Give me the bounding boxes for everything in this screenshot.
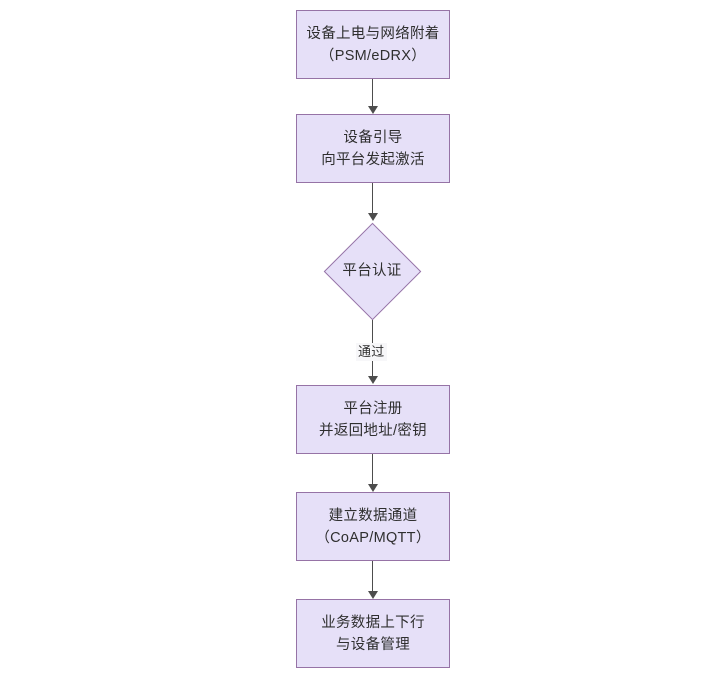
arrowhead-platform-auth-to-register [368,376,378,384]
node-bootstrap[interactable]: 设备引导 向平台发起激活 [296,114,450,183]
node-bootstrap-line2: 向平台发起激活 [321,151,425,168]
node-power-on-line1: 设备上电与网络附着 [306,25,440,42]
node-platform-register-line1: 平台注册 [343,400,403,417]
node-data-channel[interactable]: 建立数据通道 （CoAP/MQTT） [296,492,450,561]
arrowhead-register-to-data-channel [368,484,378,492]
connector-power-on-to-bootstrap [372,79,373,108]
node-business-data-line1: 业务数据上下行 [321,614,425,631]
node-bootstrap-line1: 设备引导 [343,129,403,146]
node-business-data-line2: 与设备管理 [336,636,410,653]
node-power-on-line2: （PSM/eDRX） [319,47,427,64]
connector-data-channel-to-business [372,561,373,593]
edge-label-pass: 通过 [356,343,387,361]
arrowhead-data-channel-to-business [368,591,378,599]
node-platform-auth[interactable]: 平台认证 [323,222,421,320]
node-business-data[interactable]: 业务数据上下行 与设备管理 [296,599,450,668]
connector-register-to-data-channel [372,454,373,486]
node-data-channel-line2: （CoAP/MQTT） [315,529,431,546]
connector-bootstrap-to-platform-auth [372,183,373,215]
arrowhead-bootstrap-to-platform-auth [368,213,378,221]
node-platform-register[interactable]: 平台注册 并返回地址/密钥 [296,385,450,454]
node-data-channel-line1: 建立数据通道 [328,507,418,524]
node-platform-auth-label: 平台认证 [342,263,402,279]
node-power-on[interactable]: 设备上电与网络附着 （PSM/eDRX） [296,10,450,79]
arrowhead-power-on-to-bootstrap [368,106,378,114]
node-platform-register-line2: 并返回地址/密钥 [319,422,427,439]
